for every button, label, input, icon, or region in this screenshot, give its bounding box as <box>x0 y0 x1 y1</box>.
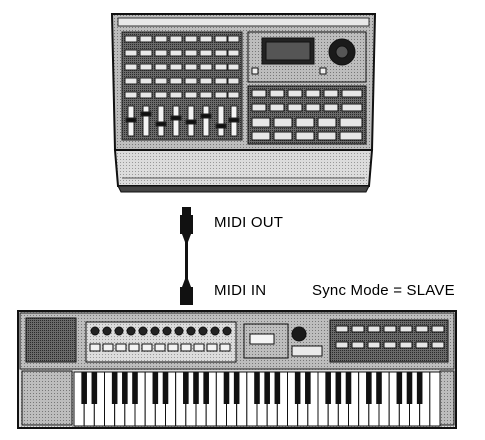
recorder-transport-buttons <box>248 86 366 144</box>
synthesizer-keyboard <box>18 311 456 428</box>
black-key <box>397 372 403 404</box>
black-key <box>325 372 331 404</box>
multitrack-recorder <box>112 14 375 192</box>
black-key <box>163 372 169 404</box>
sync-mode-label: Sync Mode = SLAVE <box>312 282 455 299</box>
black-key <box>264 372 270 404</box>
midi-in-plug <box>180 279 193 305</box>
black-key <box>417 372 423 404</box>
black-key <box>305 372 311 404</box>
black-key <box>132 372 138 404</box>
black-key <box>366 372 372 404</box>
recorder-display-panel <box>248 32 366 82</box>
black-key <box>224 372 230 404</box>
midi-cable <box>180 207 193 305</box>
black-key <box>193 372 199 404</box>
black-key <box>346 372 352 404</box>
black-key <box>81 372 87 404</box>
black-key <box>92 372 98 404</box>
midi-in-label: MIDI IN <box>214 282 266 299</box>
keyboard-wheel-area <box>22 371 72 425</box>
black-key <box>336 372 342 404</box>
black-key <box>254 372 260 404</box>
black-key <box>112 372 118 404</box>
midi-out-label: MIDI OUT <box>214 214 283 231</box>
black-key <box>295 372 301 404</box>
black-key <box>376 372 382 404</box>
black-key <box>203 372 209 404</box>
keyboard-keys <box>74 372 440 426</box>
recorder-channel-strips <box>122 32 242 140</box>
black-key <box>275 372 281 404</box>
black-key <box>234 372 240 404</box>
black-key <box>183 372 189 404</box>
black-key <box>153 372 159 404</box>
white-key <box>430 372 440 426</box>
black-key <box>407 372 413 404</box>
keyboard-control-panel <box>26 318 236 362</box>
black-key <box>122 372 128 404</box>
keyboard-right-buttons <box>330 320 448 362</box>
midi-out-plug <box>180 207 193 242</box>
